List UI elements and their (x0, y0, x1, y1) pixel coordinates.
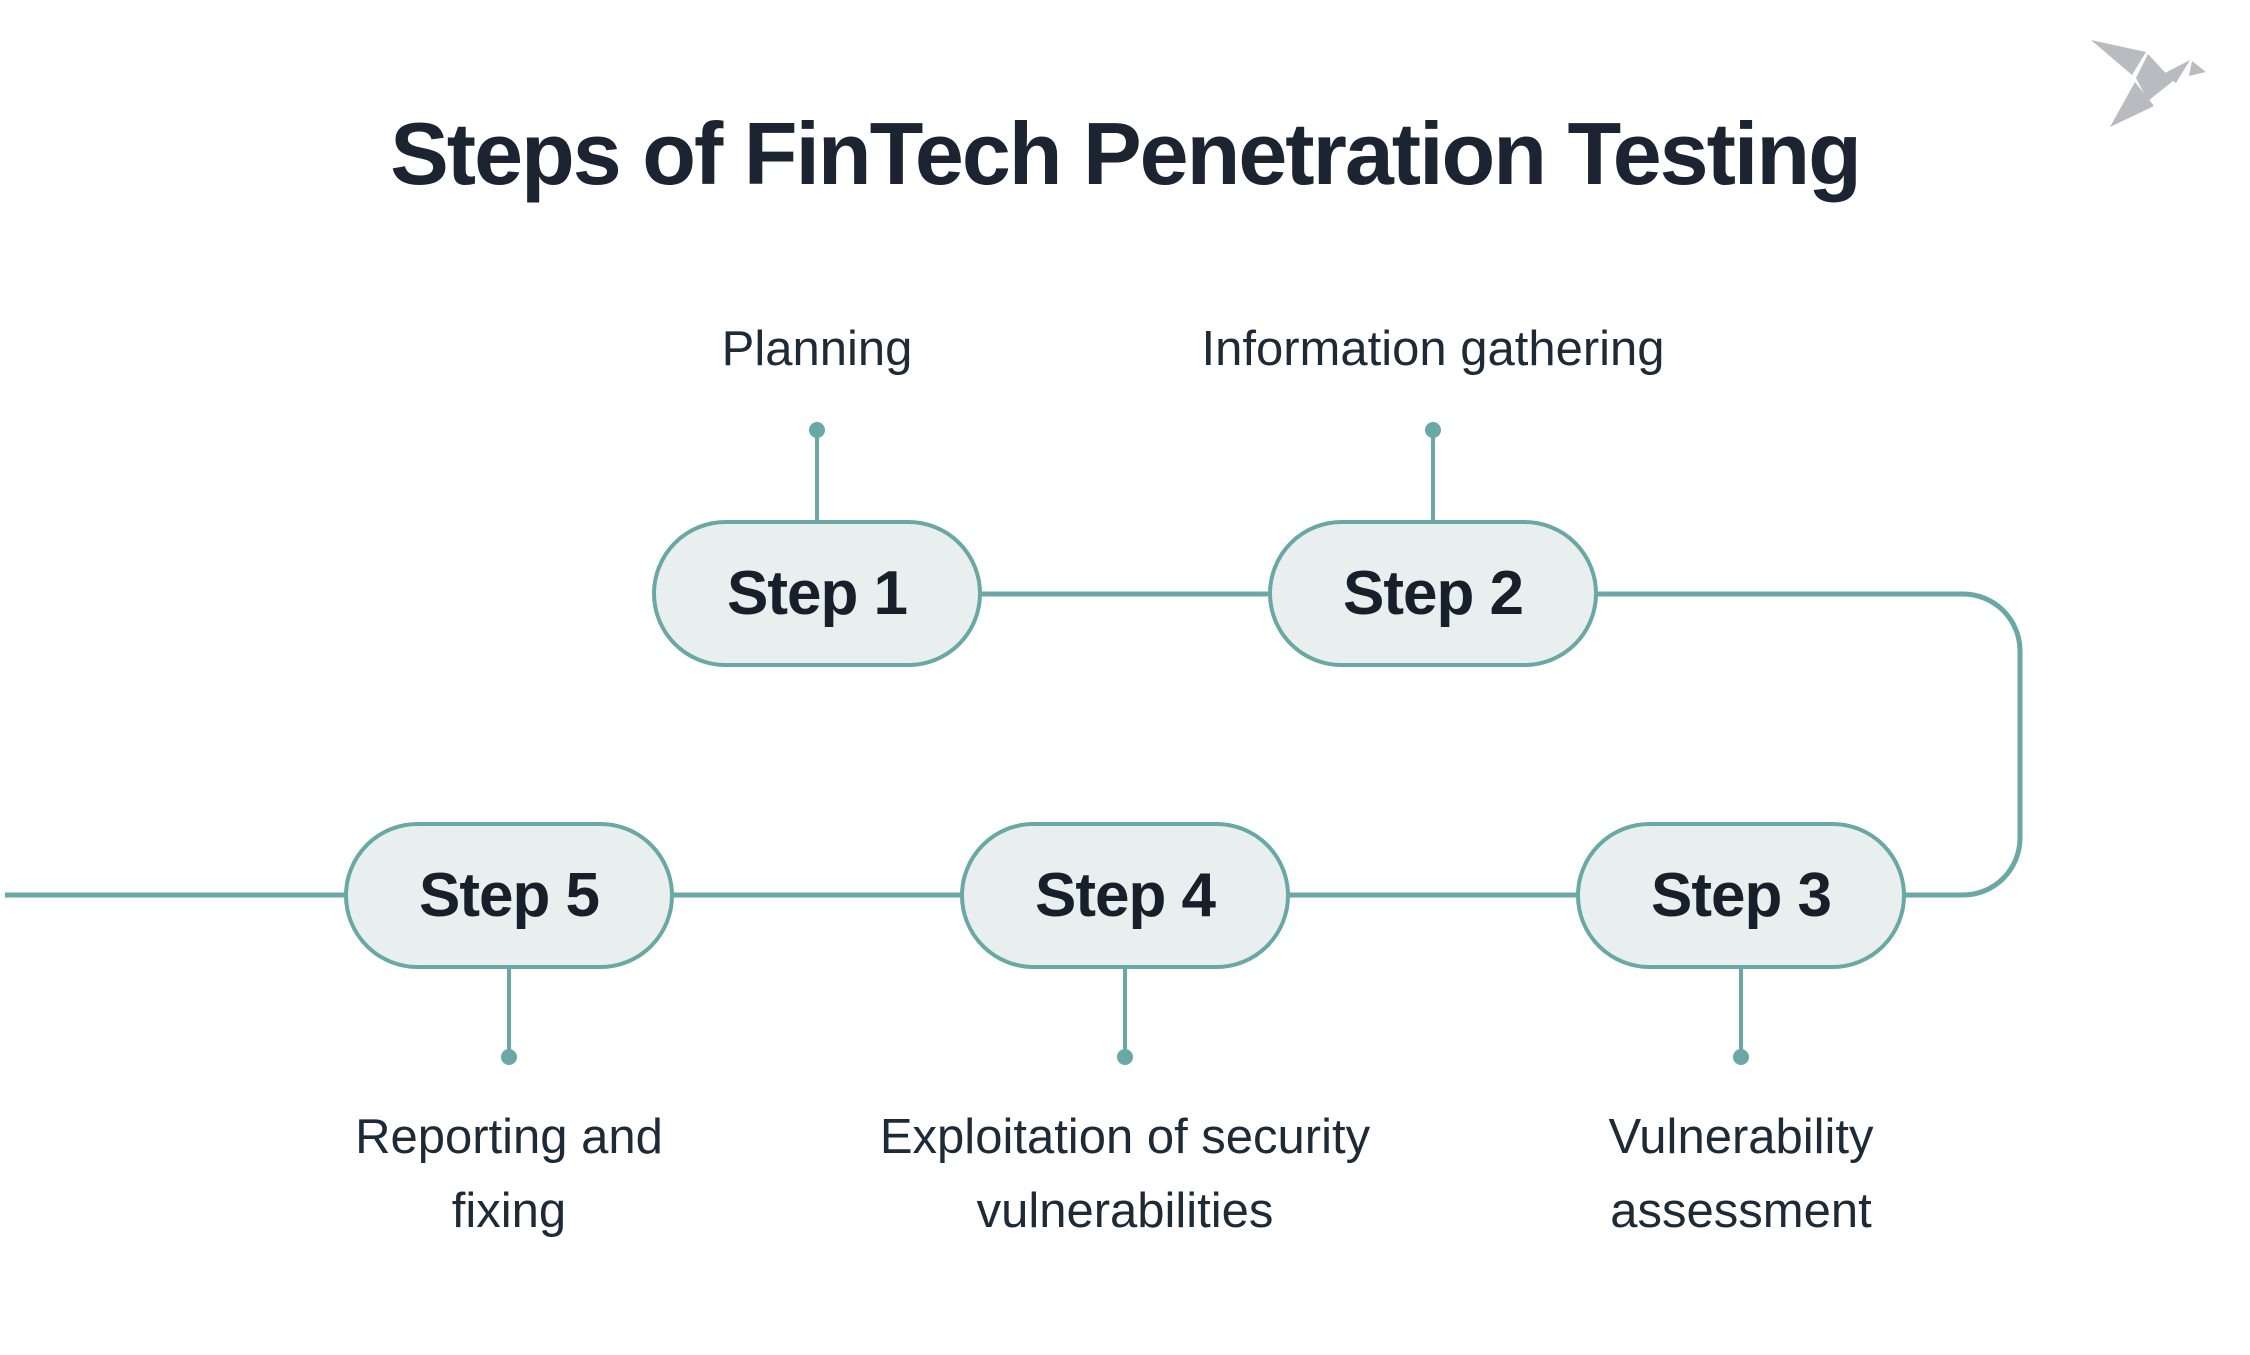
step-4-caption: Exploitation of security vulnerabilities (879, 1110, 1371, 1238)
page-title: Steps of FinTech Penetration Testing (390, 104, 1862, 203)
step-1-node: Step 1 (652, 520, 982, 667)
step-5-label: Step 5 (418, 861, 600, 930)
origami-bird-icon (2091, 40, 2206, 127)
step5-caption-dot (501, 1049, 517, 1065)
step-3-node: Step 3 (1576, 822, 1906, 969)
step-4-node: Step 4 (960, 822, 1290, 969)
step-3-caption: Vulnerability assessment (1608, 1110, 1874, 1238)
step-4-label: Step 4 (1034, 861, 1216, 930)
step-1-caption: Planning (721, 322, 913, 376)
step-2-caption: Information gathering (1201, 322, 1665, 376)
connector-step2-step3 (1590, 591, 2023, 898)
step-1-label: Step 1 (726, 559, 908, 628)
step-2-node: Step 2 (1268, 520, 1598, 667)
step-2-label: Step 2 (1342, 559, 1524, 628)
step3-caption-dot (1733, 1049, 1749, 1065)
step-5-caption: Reporting and fixing (355, 1110, 663, 1238)
step2-caption-dot (1425, 422, 1441, 438)
step-3-label: Step 3 (1650, 861, 1832, 930)
step-5-node: Step 5 (344, 822, 674, 969)
step1-caption-dot (809, 422, 825, 438)
step4-caption-dot (1117, 1049, 1133, 1065)
